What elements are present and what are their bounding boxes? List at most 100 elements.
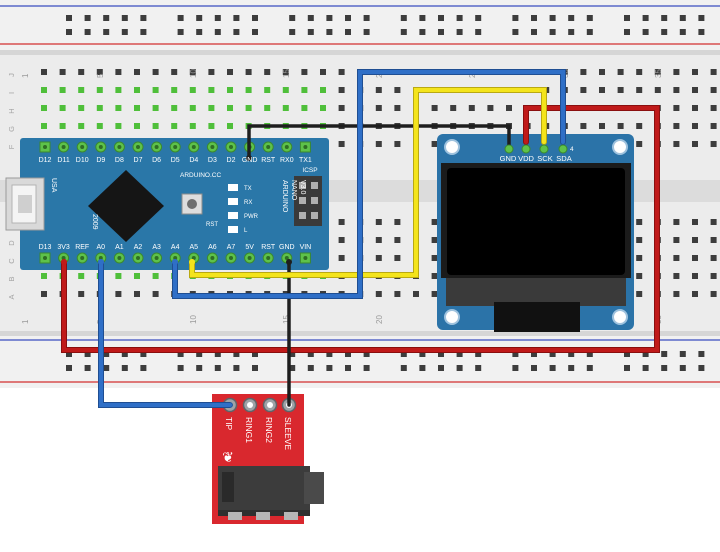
breadboard-hole [78,87,85,93]
breadboard-hole [580,87,587,93]
breadboard-hole [636,141,643,147]
icsp-pin [299,212,306,219]
rail-hole [549,29,556,35]
wire-blue-sda [173,70,565,298]
oled-pin-label-sda: SDA [556,154,571,163]
row-letter: F [7,144,16,149]
breadboard-hole [152,87,159,93]
rail-hole [103,351,110,357]
rail-hole [121,15,128,21]
nano-brand-label: ARDUINO.CC [180,172,221,179]
jack-label-tip: TIP [224,417,234,431]
breadboard-hole [41,123,47,129]
nano-top-pin-label: D11 [57,157,69,164]
breadboard-hole [394,219,401,225]
rail-hole [661,365,668,371]
breadboard-hole [189,123,196,129]
rail-hole [307,365,314,371]
rail-hole [624,365,630,371]
breadboard-hole [580,69,587,75]
nano-pin-center [98,256,103,260]
mounting-hole [444,139,460,155]
nano-top-pin-label: D3 [208,157,217,164]
rail-hole [512,15,519,21]
rail-hole [531,29,537,35]
breadboard-hole [134,69,140,75]
row-letter: D [7,240,16,246]
nano-bottom-pin-label: REF [75,244,89,251]
nano-model-label: NANO [290,180,297,201]
breadboard-hole [673,237,680,243]
icsp-pin [299,182,306,189]
breadboard-hole [710,273,717,279]
breadboard-hole [450,105,457,111]
icsp-pin [311,212,318,219]
icsp-pin [311,197,318,204]
breadboard-hole [78,123,85,129]
breadboard-hole [375,237,382,243]
rail-hole [512,29,519,35]
rail-hole [196,365,203,371]
column-number-top: 5 [96,73,105,78]
breadboard-hole [301,87,308,93]
breadboard-hole [282,87,289,93]
breadboard-hole [320,69,326,75]
breadboard-hole [636,87,643,93]
breadboard-hole [115,105,122,111]
breadboard-hole [171,69,178,75]
tx-label: TX [244,186,252,192]
rail-hole [568,15,575,21]
mounting-hole [444,309,460,325]
rx-label: RX [244,200,252,206]
breadboard-hole [227,87,233,93]
rail-hole [456,29,463,35]
rail-hole [289,351,296,357]
row-letter: J [7,73,16,77]
breadboard-hole [692,141,698,147]
breadboard-hole [338,255,345,261]
column-number-top: 1 [21,73,30,78]
mounting-hole [612,309,628,325]
rail-hole [233,29,240,35]
breadboard-hole [78,291,85,297]
nano-top-pin-label: D6 [152,157,161,164]
rail-hole [698,29,705,35]
rail-hole [549,15,556,21]
breadboard-hole [617,123,624,129]
breadboard-hole [208,69,215,75]
breadboard-hole [394,87,401,93]
nano-bottom-pin-label: A5 [190,244,199,251]
rail-hole [624,29,630,35]
breadboard-hole [59,69,66,75]
nano-top-pin-label: GND [242,157,258,164]
breadboard-hole [599,123,605,129]
oled-pin-label-gnd: GND [500,154,517,163]
nano-pin-center [191,145,196,149]
rail-hole [103,29,110,35]
rail-hole [438,15,444,21]
wires [61,69,660,408]
breadboard-hole [115,273,122,279]
rail-hole [419,365,426,371]
breadboard-hole [431,105,438,111]
rail-hole [345,365,351,371]
rail-hole [400,365,407,371]
rail-hole [419,29,426,35]
rail-hole [84,351,91,357]
rx-led [228,198,238,205]
breadboard-hole [152,291,159,297]
breadboard-hole [692,291,698,297]
rail-hole [363,351,370,357]
rail-hole [252,351,258,357]
breadboard-hole [171,105,178,111]
rail-hole [531,365,537,371]
rail-hole [345,351,351,357]
breadboard-hole [59,87,66,93]
breadboard-hole [710,237,717,243]
rail-gap [0,50,720,55]
breadboard-hole [227,105,233,111]
nano-pin-center [247,256,252,260]
breadboard-hole [338,219,345,225]
breadboard-hole [710,255,717,261]
column-number-top: 10 [189,69,198,78]
